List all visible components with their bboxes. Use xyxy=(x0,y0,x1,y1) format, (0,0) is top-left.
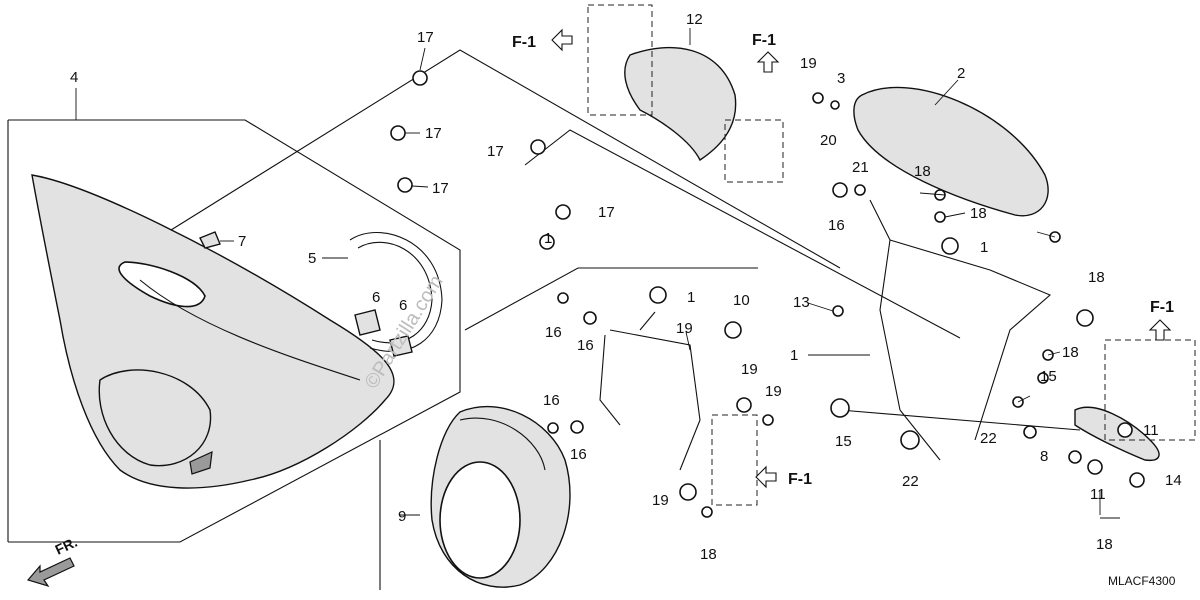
callout-16-e: 19 xyxy=(652,492,669,509)
stay-13 xyxy=(869,199,1052,461)
callout-22-b: 8 xyxy=(1040,448,1048,465)
callout-16-b: 16 xyxy=(577,337,594,354)
callout-13: 1 xyxy=(790,347,798,364)
callout-17-f: 1 xyxy=(544,230,552,247)
fref-arrows xyxy=(551,28,1172,489)
callout-4: 4 xyxy=(70,69,78,86)
callout-17-b: 17 xyxy=(425,125,442,142)
callout-19-e: 18 xyxy=(700,546,717,563)
callout-15-a: 15 xyxy=(835,433,852,450)
callout-17-d: 17 xyxy=(487,143,504,160)
stay-10 xyxy=(599,311,701,471)
callout-19-b: 16 xyxy=(545,324,562,341)
callout-11-b: 14 xyxy=(1165,472,1182,489)
callout-18-c: 13 xyxy=(793,294,810,311)
callout-19-d: 16 xyxy=(543,392,560,409)
callout-6-b: 6 xyxy=(399,297,407,314)
leader-lines xyxy=(75,28,1120,519)
callout-17-c: 17 xyxy=(432,180,449,197)
visor-2 xyxy=(853,86,1049,217)
callout-10: 19 xyxy=(676,320,693,337)
callout-15-b: 22 xyxy=(902,473,919,490)
diagram-code: MLACF4300 xyxy=(1108,574,1176,588)
front-direction-arrow xyxy=(26,557,75,588)
fref-3: F-1 xyxy=(788,471,812,488)
callout-9: 9 xyxy=(398,508,406,525)
callout-19-a: 19 xyxy=(800,55,817,72)
fref-1: F-1 xyxy=(512,34,536,51)
callout-18-a: 18 xyxy=(914,163,931,180)
callout-16-c: 19 xyxy=(741,361,758,378)
callout-18-d: 18 xyxy=(1062,344,1079,361)
callout-17-a: 17 xyxy=(417,29,434,46)
callout-1-c: 10 xyxy=(733,292,750,309)
callout-18-b: 18 xyxy=(970,205,987,222)
callout-1-d: 18 xyxy=(1088,269,1105,286)
fref-4: F-1 xyxy=(1150,299,1174,316)
direction-label: FR. xyxy=(53,534,80,558)
callout-18-e: 15 xyxy=(1040,368,1057,385)
callout-16-a: 16 xyxy=(828,217,845,234)
cover-12 xyxy=(624,46,737,162)
callout-2: 2 xyxy=(957,65,965,82)
callout-12: 12 xyxy=(686,11,703,28)
callout-16-d: 16 xyxy=(570,446,587,463)
callout-8: 11 xyxy=(1090,486,1106,503)
clip-7 xyxy=(199,231,221,249)
pad-6-b xyxy=(389,335,413,357)
fasteners xyxy=(390,70,1145,518)
bracket-14 xyxy=(1074,406,1160,462)
callout-3: 3 xyxy=(837,70,845,87)
pad-6-a xyxy=(354,309,381,336)
callout-17-e: 17 xyxy=(598,204,615,221)
callout-7: 7 xyxy=(238,233,246,250)
fref-2: F-1 xyxy=(752,32,776,49)
callout-1-b: 1 xyxy=(687,289,695,306)
callout-11-a: 11 xyxy=(1143,422,1159,439)
callout-21: 21 xyxy=(852,159,869,176)
callout-19-c: 19 xyxy=(765,383,782,400)
callout-6-a: 6 xyxy=(372,289,380,306)
callout-5: 5 xyxy=(308,250,316,267)
fairing-outer xyxy=(31,174,395,489)
headlight-case xyxy=(430,406,571,588)
callout-14: 18 xyxy=(1096,536,1113,553)
callout-22-a: 22 xyxy=(980,430,997,447)
callout-20: 20 xyxy=(820,132,837,149)
callout-1-a: 1 xyxy=(980,239,988,256)
fref-boxes xyxy=(587,4,1196,506)
